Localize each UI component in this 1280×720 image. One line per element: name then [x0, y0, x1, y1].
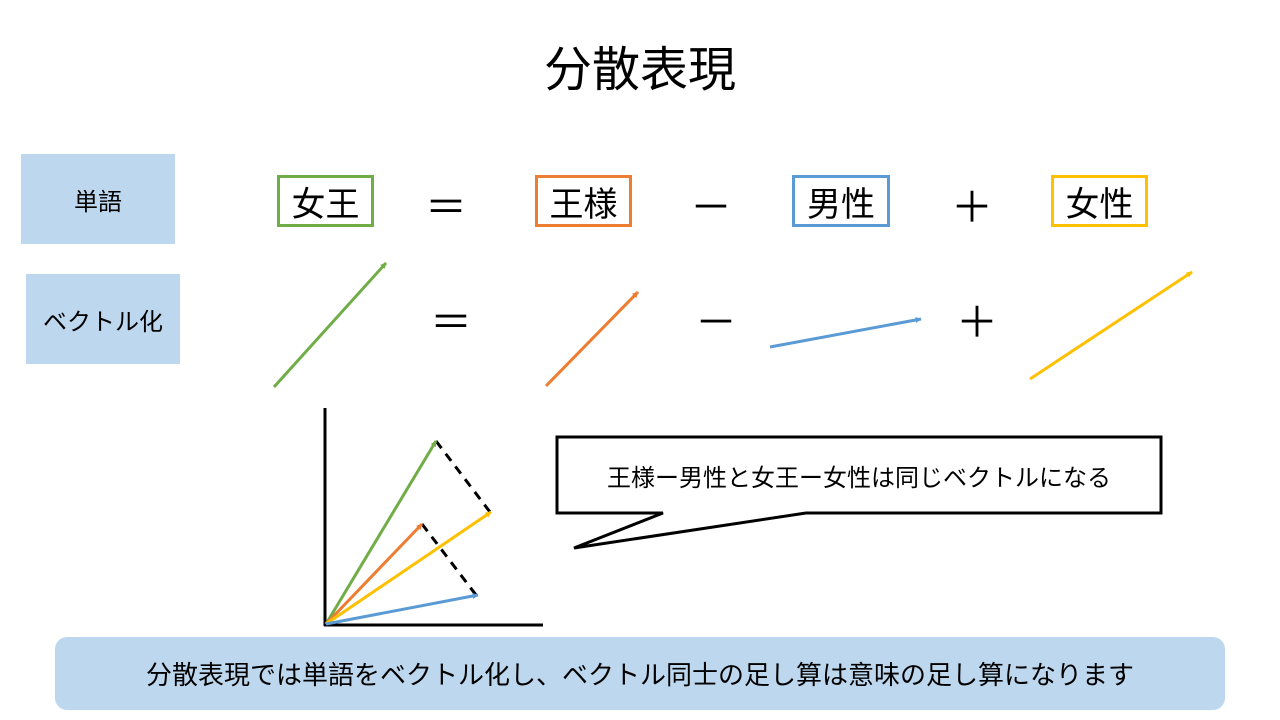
words-row-label: 単語	[74, 187, 122, 216]
words-label-bg	[21, 154, 175, 244]
queen-woman-dashed-line	[434, 440, 492, 513]
vectors-row-label: ベクトル化	[43, 307, 163, 336]
plus-operator-vectors: ＋	[955, 298, 998, 347]
origin-man-arrow	[325, 593, 479, 626]
origin-king-arrow	[324, 522, 424, 626]
page-title: 分散表現	[543, 42, 736, 98]
callout-text: 王様ー男性と女王ー女性は同じベクトルになる	[607, 463, 1111, 492]
word-man: 男性	[792, 175, 890, 227]
origin-queen-arrow	[324, 440, 438, 625]
callout-bubble	[555, 435, 1163, 550]
equals-operator-vectors: ＝	[429, 298, 472, 347]
origin-woman-arrow	[325, 510, 492, 626]
minus-operator-vectors: －	[694, 298, 737, 347]
word-king: 王様	[535, 175, 632, 227]
man-vector-arrow	[769, 317, 922, 349]
summary-bg	[55, 637, 1225, 710]
queen-vector-arrow	[272, 261, 388, 389]
woman-vector-arrow	[1029, 270, 1193, 381]
equals-operator-words: ＝	[424, 183, 467, 232]
vectors-label-bg	[26, 274, 180, 364]
minus-operator-words: －	[689, 183, 732, 232]
king-vector-arrow	[544, 290, 640, 388]
plus-operator-words: ＋	[950, 183, 993, 232]
word-queen: 女王	[277, 175, 374, 227]
king-man-dashed-line	[420, 523, 478, 596]
summary-text: 分散表現では単語をベクトル化し、ベクトル同士の足し算は意味の足し算になります	[145, 661, 1134, 691]
word-woman: 女性	[1051, 175, 1148, 227]
